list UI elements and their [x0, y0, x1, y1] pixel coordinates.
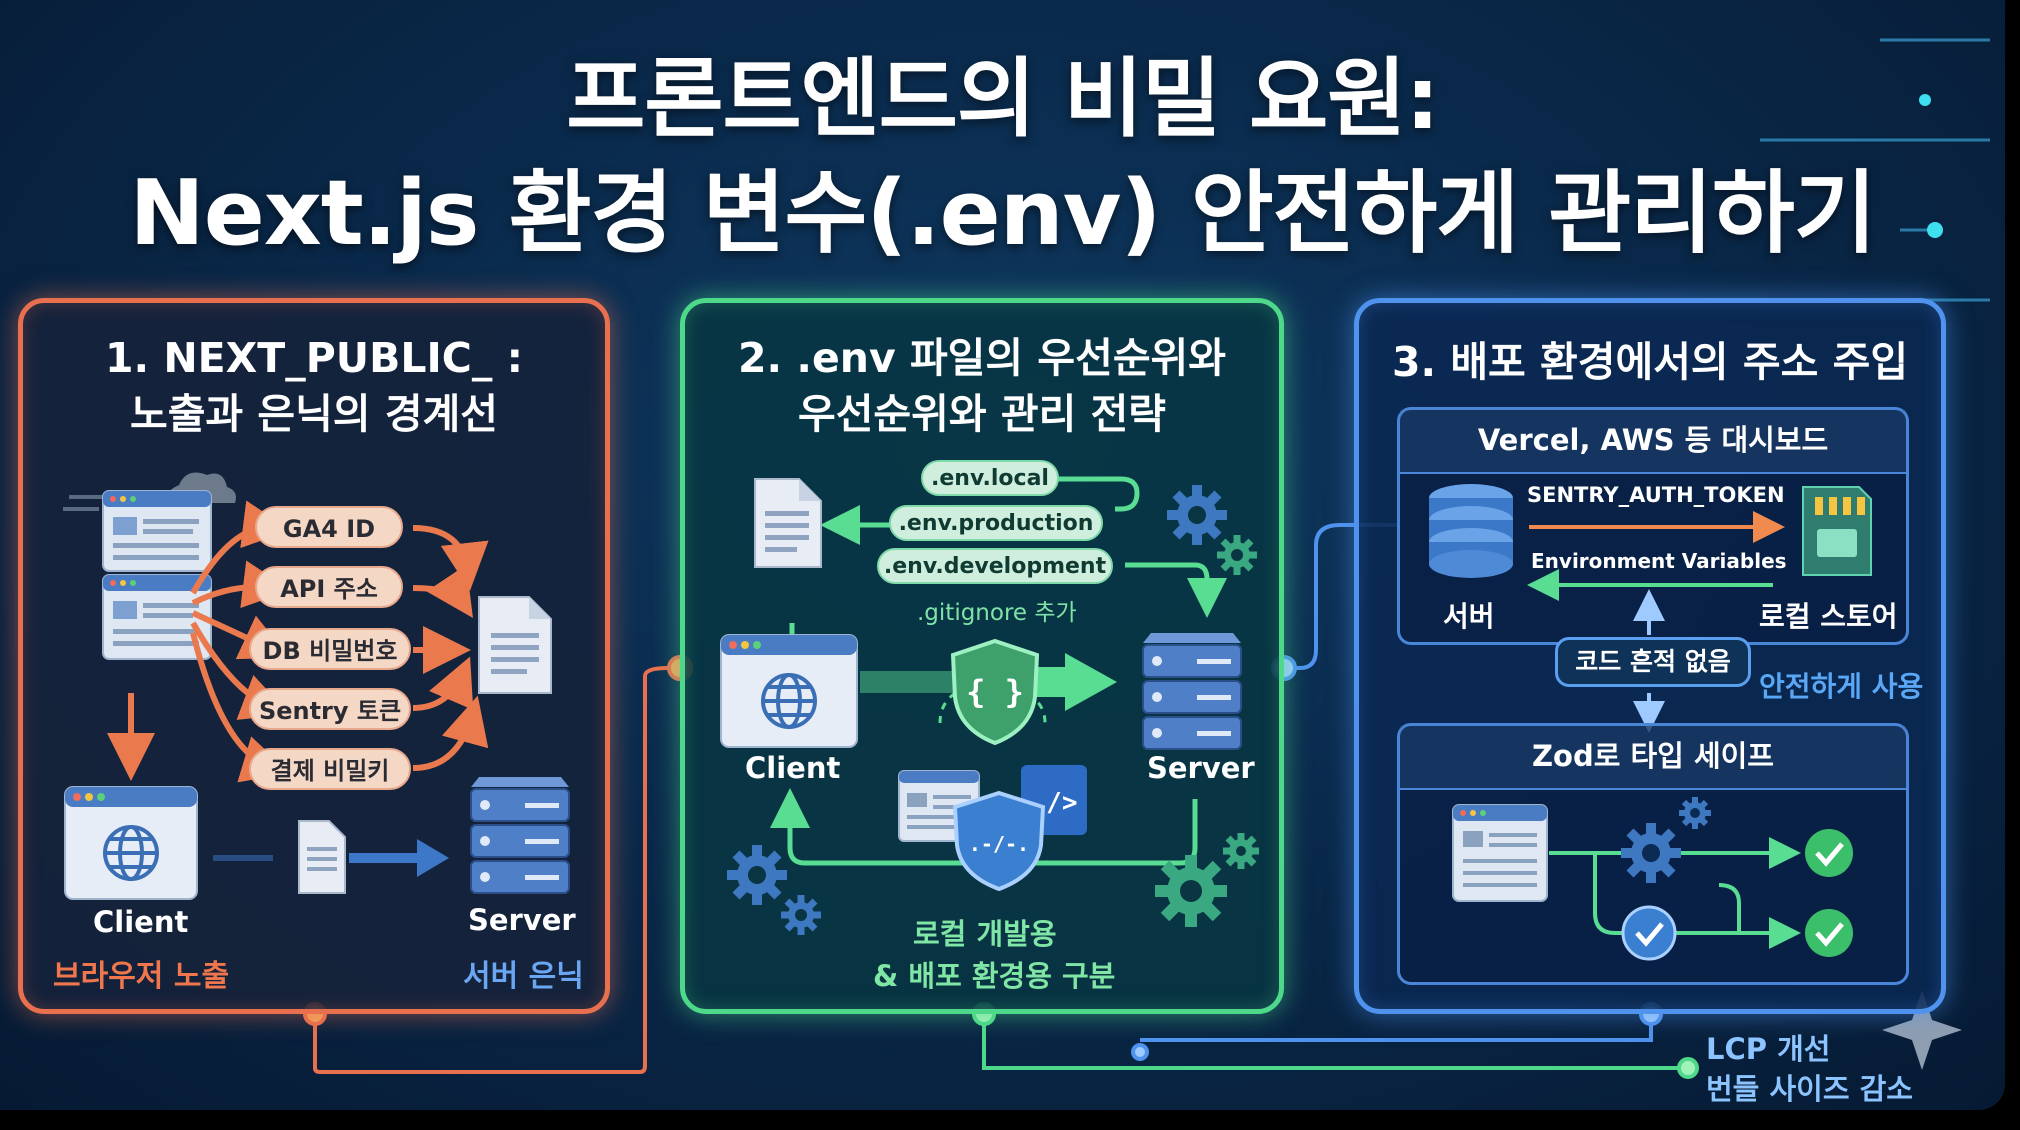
check-icon-blue — [1621, 905, 1677, 961]
env-client-browser-icon — [720, 634, 858, 748]
secret-item-ga4: GA4 ID — [255, 506, 403, 548]
server-label: 서버 — [1443, 600, 1495, 633]
safe-use-caption: 안전하게 사용 — [1759, 670, 1924, 703]
env-development-file: .env.development — [877, 548, 1113, 584]
panel2-client-label: Client — [745, 751, 841, 785]
memory-card-icon — [1802, 486, 1872, 576]
env-vars-label: Environment Variables — [1531, 549, 1787, 573]
panel2-server-label: Server — [1147, 751, 1255, 785]
env-production-file: .env.production — [889, 505, 1103, 541]
no-code-trace-badge: 코드 흔적 없음 — [1555, 637, 1751, 687]
secret-item-payment-key: 결제 비밀키 — [249, 748, 411, 790]
sentry-token-label: SENTRY_AUTH_TOKEN — [1527, 483, 1785, 507]
secret-item-api-address: API 주소 — [255, 566, 403, 608]
check-icon-2 — [1805, 909, 1853, 957]
client-browser-icon — [64, 786, 198, 900]
secret-item-db-password: DB 비밀번호 — [249, 628, 411, 670]
env-server-icon — [1142, 633, 1242, 750]
document-icon — [478, 596, 552, 694]
server-hidden-caption: 서버 은닉 — [463, 959, 584, 994]
code-shield-cluster-icon: ./> .-/-. — [898, 765, 1087, 892]
fan-arrows — [107, 500, 489, 783]
panel1-server-label: Server — [468, 903, 576, 937]
connector-wires — [303, 38, 1990, 1079]
gears-icon — [1167, 485, 1257, 575]
leak-arrow — [213, 820, 449, 894]
check-icon-1 — [1805, 829, 1853, 877]
panel1-title-line2: 노출과 은닉의 경계선 — [129, 390, 499, 438]
zod-title: Zod로 타입 세이프 — [1400, 726, 1906, 790]
server-icon — [470, 777, 570, 894]
deploy-env-caption: & 배포 환경용 구분 — [873, 959, 1116, 993]
zod-schema-window-icon — [1452, 804, 1548, 902]
gears-right-icon — [1155, 833, 1259, 927]
local-store-label: 로컬 스토어 — [1759, 600, 1898, 633]
secret-item-sentry-token: Sentry 토큰 — [249, 688, 411, 730]
panel3-title: 3. 배포 환경에서의 주소 주입 — [1391, 338, 1909, 386]
svg-text:{ }: { } — [966, 673, 1024, 711]
gears-left-icon — [727, 845, 821, 935]
env-document-icon — [754, 478, 822, 568]
panel-next-public: 1. NEXT_PUBLIC_ : 노출과 은닉의 경계선 — [18, 298, 610, 1014]
shield-braces-icon: { } — [950, 638, 1040, 746]
bundle-size-caption: 번들 사이즈 감소 — [1706, 1072, 1913, 1106]
local-dev-caption: 로컬 개발용 — [913, 917, 1057, 951]
env-local-file: .env.local — [921, 460, 1059, 496]
page-title-line2: Next.js 환경 변수(.env) 안전하게 관리하기 — [129, 161, 1876, 266]
page-title-line1: 프론트엔드의 비밀 요원: — [566, 49, 1439, 149]
panel-env-priority: 2. .env 파일의 우선순위와 우선순위와 관리 전략 .env.local… — [680, 298, 1284, 1014]
database-icon — [1429, 484, 1513, 578]
browser-exposed-caption: 브라우저 노출 — [53, 959, 230, 994]
panel1-client-label: Client — [93, 905, 189, 939]
panel2-title-line2: 우선순위와 관리 전략 — [797, 390, 1167, 438]
dashboard-flow — [1429, 484, 1872, 733]
zod-validation-flow — [1452, 797, 1853, 961]
dashboard-title: Vercel, AWS 등 대시보드 — [1400, 410, 1906, 474]
browser-windows-icon — [63, 472, 236, 660]
zod-gears-icon — [1621, 797, 1711, 883]
diagram-canvas: 프론트엔드의 비밀 요원: Next.js 환경 변수(.env) 안전하게 관… — [0, 0, 2005, 1110]
panel1-title-line1: 1. NEXT_PUBLIC_ : — [104, 334, 523, 382]
svg-text:.-/-.: .-/-. — [969, 832, 1029, 856]
gitignore-note: .gitignore 추가 — [917, 600, 1077, 626]
panel-deploy-injection: 3. 배포 환경에서의 주소 주입 Vercel, AWS 등 대시보드 — [1354, 298, 1946, 1014]
panel2-title-line1: 2. .env 파일의 우선순위와 — [738, 334, 1226, 382]
lcp-caption: LCP 개선 — [1706, 1032, 1831, 1066]
